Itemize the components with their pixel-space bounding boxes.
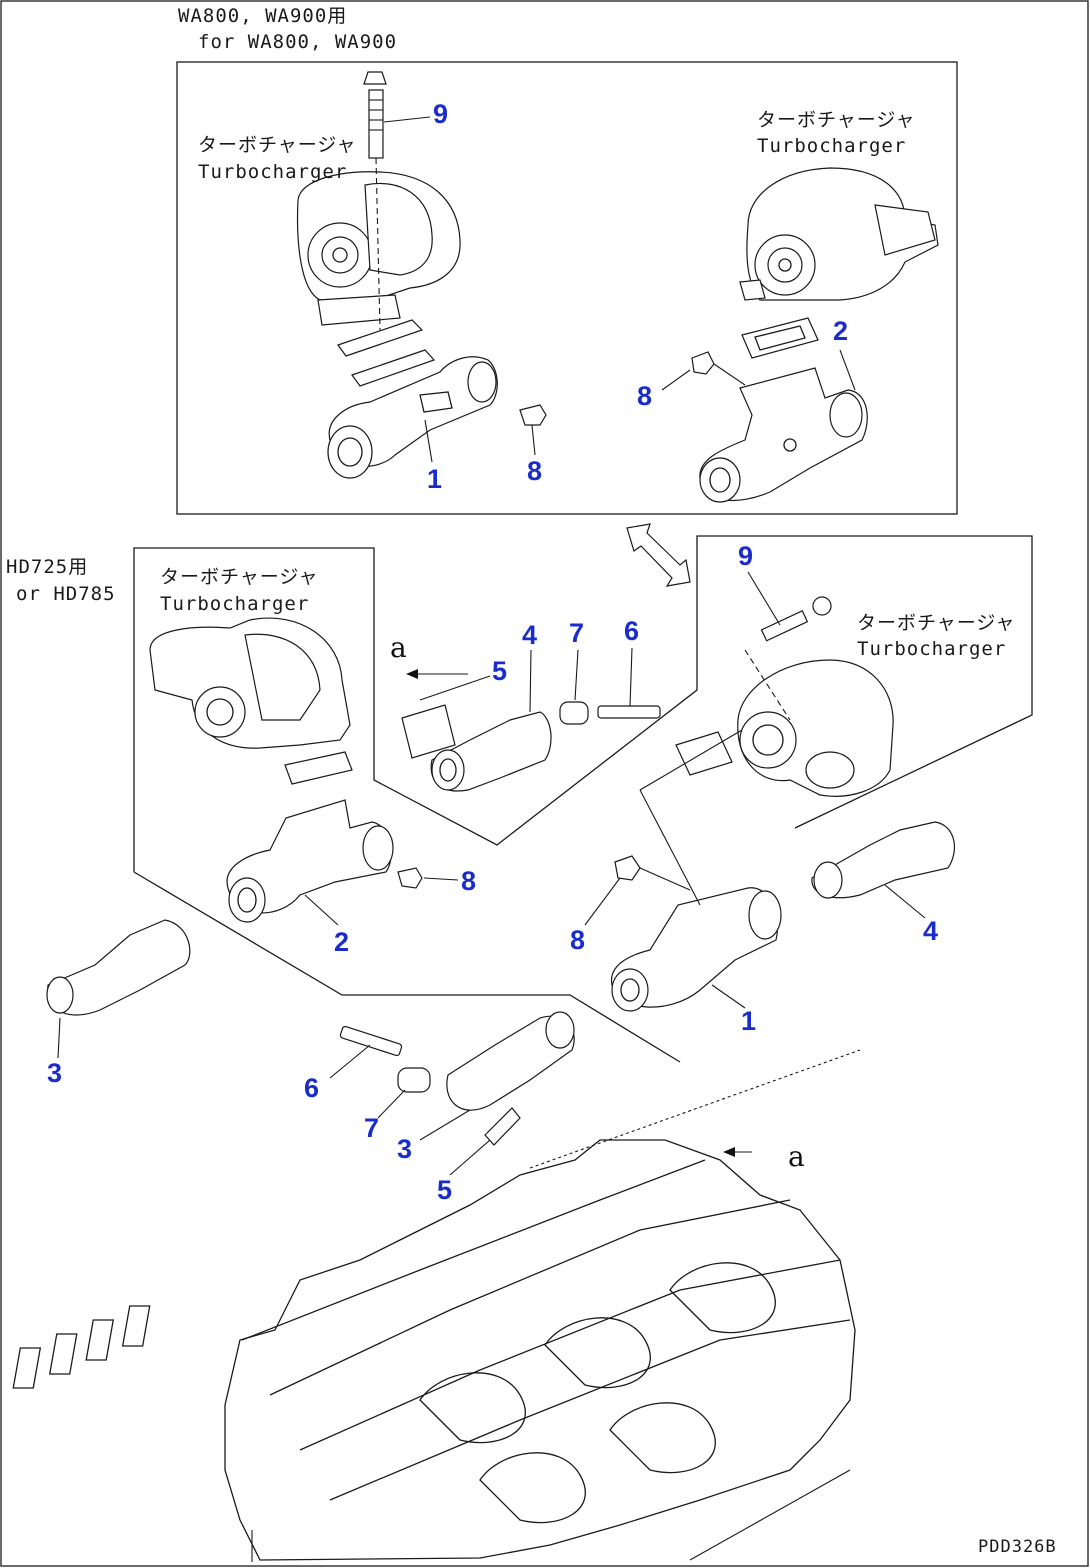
applicability-note-wa800-wa900-line2: for WA800, WA900 [198, 31, 398, 53]
bolt-6-middle [597, 705, 661, 719]
turbocharger-label-en-top-left: Turbocharger [198, 161, 348, 183]
callout-2-top[interactable]: 2 [833, 316, 849, 346]
inset-box-wa800-wa900 [176, 61, 958, 515]
exhaust-manifold-4-right [811, 821, 956, 899]
callout-3-lower[interactable]: 3 [397, 1134, 413, 1164]
turbocharger-label-jp-hd725: ターボチャージャ [160, 566, 319, 588]
callout-9-right[interactable]: 9 [738, 541, 754, 571]
applicability-note-hd725-line1: HD725用 [6, 556, 89, 578]
callout-6-middle[interactable]: 6 [624, 616, 640, 646]
turbocharger-label-jp-top-left: ターボチャージャ [198, 134, 357, 156]
gasket-hd725 [284, 751, 353, 785]
plug-8-top-right [691, 351, 746, 386]
callout-5-middle[interactable]: 5 [492, 656, 508, 686]
turbocharger-right-lower [737, 659, 894, 797]
callout-8-right-lower[interactable]: 8 [570, 925, 586, 955]
callout-8-top-right[interactable]: 8 [637, 381, 653, 411]
callout-7-lower[interactable]: 7 [364, 1113, 380, 1143]
gasket-right-top [741, 317, 819, 359]
view-letter-a-top: a [390, 631, 407, 664]
callout-4-middle[interactable]: 4 [522, 620, 538, 650]
plug-8-right-lower [614, 855, 691, 891]
plug-8-top-left [519, 404, 547, 426]
turbocharger-label-jp-top-right: ターボチャージャ [757, 109, 916, 131]
view-arrow-a-top [406, 669, 468, 679]
turbocharger-hd725 [149, 617, 351, 749]
callout-9-top[interactable]: 9 [433, 99, 449, 129]
spacer-7-lower [397, 1067, 431, 1093]
callout-1-top[interactable]: 1 [427, 464, 443, 494]
inset-outline-hd725 [133, 535, 1033, 872]
engine-block [12, 1049, 861, 1562]
callout-8-hd725[interactable]: 8 [461, 866, 477, 896]
plug-8-hd725 [397, 867, 423, 889]
view-letter-a-bottom: a [788, 1140, 805, 1173]
callout-5-lower[interactable]: 5 [437, 1175, 453, 1205]
callout-3-left[interactable]: 3 [47, 1058, 63, 1088]
exhaust-manifold-2-top [699, 367, 868, 503]
view-arrow-a-bottom [723, 1147, 752, 1157]
exhaust-manifold-4-middle [430, 711, 552, 792]
gasket-right-lower [675, 731, 733, 776]
double-arrow-icon [626, 523, 691, 587]
exhaust-manifold-3-left [46, 919, 191, 1016]
exhaust-manifold-2-hd725 [226, 799, 394, 923]
leader-lines [57, 116, 926, 1176]
turbocharger-label-en-hd725: Turbocharger [160, 593, 310, 615]
callout-1-right[interactable]: 1 [741, 1006, 757, 1036]
spacer-7-middle [559, 701, 589, 725]
callout-7-middle[interactable]: 7 [569, 618, 585, 648]
drawing-number: PDD326B [978, 1537, 1057, 1557]
inset-outline-hd725-lower [133, 871, 681, 1063]
turbocharger-label-en-top-right: Turbocharger [757, 135, 907, 157]
stud-bolt-9-top [363, 71, 387, 331]
turbocharger-label-jp-right-lower: ターボチャージャ [857, 612, 1016, 634]
exhaust-manifold-1-right [610, 887, 782, 1012]
callout-8-top-left[interactable]: 8 [527, 456, 543, 486]
callout-6-lower[interactable]: 6 [304, 1073, 320, 1103]
gaskets-left-top [337, 319, 436, 387]
callout-2-hd725[interactable]: 2 [334, 927, 350, 957]
exhaust-manifold-1-top [327, 356, 498, 479]
gasket-5-lower [484, 1107, 521, 1146]
turbocharger-left-top [296, 171, 461, 326]
turbocharger-right-top [739, 167, 939, 301]
callout-4-right[interactable]: 4 [923, 916, 939, 946]
exhaust-manifold-3-lower [446, 1011, 575, 1111]
bolt-6-lower [339, 1025, 403, 1057]
stud-bolt-9-right [744, 596, 832, 721]
turbocharger-label-en-right-lower: Turbocharger [857, 638, 1007, 660]
applicability-note-hd725-line2: or HD785 [16, 583, 116, 605]
applicability-note-wa800-wa900-line1: WA800, WA900用 [178, 5, 348, 27]
gasket-5-middle [401, 704, 456, 759]
